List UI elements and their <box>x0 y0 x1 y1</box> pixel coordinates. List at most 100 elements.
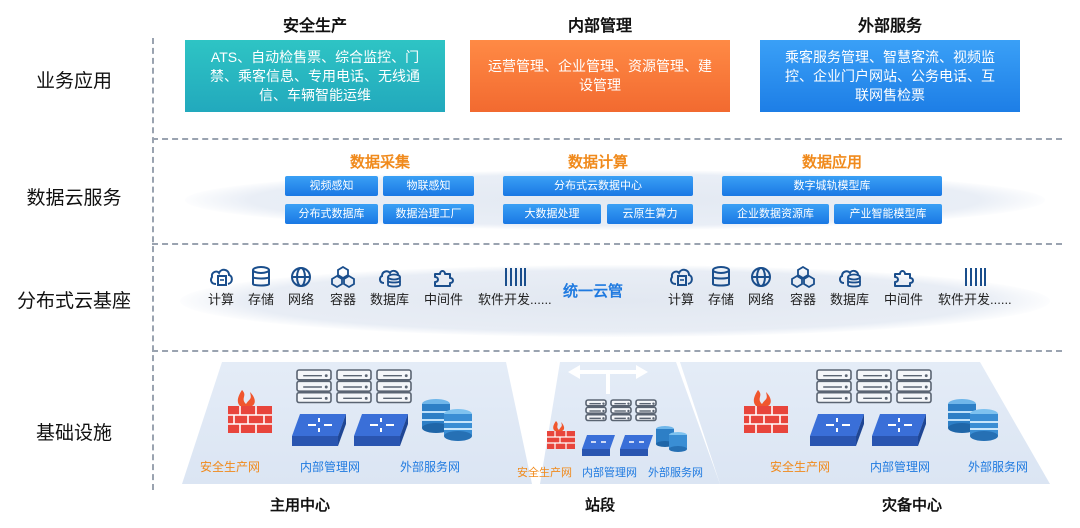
infra-item-label: 容器 <box>330 292 357 307</box>
business-box-safety: ATS、自动检售票、综合监控、门 禁、乘客信息、专用电话、无线通 信、车辆智能运… <box>185 40 445 112</box>
network-label-safety: 安全生产网 <box>770 460 831 474</box>
infra-item-label: 数据库 <box>370 292 410 307</box>
storage-icon <box>250 266 272 288</box>
business-line: 禁、乘客信息、专用电话、无线通 <box>210 67 420 84</box>
network-label-safety: 安全生产网 <box>200 460 261 474</box>
container-item: 容器 <box>330 266 356 308</box>
switch-icon <box>872 414 926 446</box>
network-label-external: 外部服务网 <box>968 460 1029 474</box>
network-label-internal: 内部管理网 <box>582 467 637 479</box>
data-tag: 数字城轨模型库 <box>722 176 942 196</box>
network-label-external: 外部服务网 <box>400 460 461 474</box>
storage-icon <box>710 266 732 288</box>
infra-item-label: 软件开发...... <box>478 292 552 307</box>
business-box-internal: 运营管理、企业管理、资源管理、建 设管理 <box>470 40 730 112</box>
middleware-item: 中间件 <box>884 266 923 308</box>
data-tag: 大数据处理 <box>503 204 601 224</box>
row-label-data-cloud: 数据云服务 <box>26 188 122 209</box>
infra-item-label: 数据库 <box>830 292 870 307</box>
server-rack-icon <box>896 369 932 404</box>
infrastructure-backgrounds <box>182 362 1050 484</box>
software-dev-item: 软件开发...... <box>478 266 552 308</box>
data-tag: 物联感知 <box>383 176 474 196</box>
server-rack-icon <box>376 369 412 404</box>
server-rack-icon <box>296 369 332 404</box>
data-tag: 数据治理工厂 <box>383 204 474 224</box>
server-rack-icon <box>610 399 632 422</box>
firewall-icon <box>744 390 788 433</box>
infra-item-label: 网络 <box>748 292 775 307</box>
firewall-icon <box>547 421 575 449</box>
network-item: 网络 <box>748 266 774 308</box>
network-icon <box>750 266 772 288</box>
container-icon <box>791 266 815 288</box>
switch-icon <box>582 435 615 456</box>
compute-item: 计算 <box>668 266 694 308</box>
middleware-icon <box>432 266 456 288</box>
data-group-title-collect: 数据采集 <box>349 154 410 171</box>
infra-item-label: 中间件 <box>884 292 924 307</box>
server-rack-icon <box>816 369 852 404</box>
storage-item: 存储 <box>248 266 274 308</box>
distributed-cloud-background <box>180 265 1050 337</box>
business-line: 信、车辆智能运维 <box>259 86 371 103</box>
business-box-external: 乘客服务管理、智慧客流、视频监 控、企业门户网站、公务电话、互 联网售检票 <box>760 40 1020 112</box>
server-rack-icon <box>635 399 657 422</box>
switch-icon <box>810 414 864 446</box>
server-rack-icon <box>336 369 372 404</box>
server-rack-icon <box>856 369 892 404</box>
switch-icon <box>620 435 653 456</box>
database-item: 数据库 <box>370 266 409 308</box>
compute-item: 计算 <box>208 266 234 308</box>
data-tag: 企业数据资源库 <box>722 204 829 224</box>
network-label-safety: 安全生产网 <box>517 467 572 479</box>
network-label-internal: 内部管理网 <box>300 460 361 474</box>
infra-item-label: 计算 <box>668 292 695 307</box>
data-tag: 视频感知 <box>285 176 378 196</box>
data-tag: 分布式数据库 <box>285 204 378 224</box>
data-tag: 分布式云数据中心 <box>503 176 693 196</box>
site-label-main: 主用中心 <box>269 497 330 514</box>
double-arrow-icon <box>568 365 648 394</box>
storage-cluster-icon <box>422 399 472 441</box>
storage-cluster-icon <box>948 399 998 441</box>
row-divider-3 <box>152 350 1062 352</box>
network-label-external: 外部服务网 <box>648 467 703 479</box>
database-icon <box>377 266 403 288</box>
data-tag: 产业智能模型库 <box>834 204 942 224</box>
data-group-title-apply: 数据应用 <box>801 154 862 171</box>
infra-item-label: 计算 <box>208 292 235 307</box>
software-dev-item: 软件开发...... <box>938 266 1012 308</box>
switch-icon <box>292 414 346 446</box>
business-col-title-external: 外部服务 <box>857 18 922 35</box>
firewall-icon <box>228 390 272 433</box>
business-col-title-safety: 安全生产 <box>282 18 347 35</box>
database-icon <box>837 266 863 288</box>
database-item: 数据库 <box>830 266 869 308</box>
network-label-internal: 内部管理网 <box>870 460 931 474</box>
business-line: 乘客服务管理、智慧客流、视频监 <box>785 48 995 65</box>
row-divider-2 <box>152 243 1062 245</box>
business-line: 控、企业门户网站、公务电话、互 <box>785 67 995 84</box>
infra-item-label: 容器 <box>790 292 817 307</box>
row-label-infrastructure: 基础设施 <box>35 423 112 444</box>
network-item: 网络 <box>288 266 314 308</box>
infra-item-label: 存储 <box>708 292 735 307</box>
infra-item-label: 网络 <box>288 292 315 307</box>
storage-cluster-icon <box>656 426 687 452</box>
site-label-backup: 灾备中心 <box>881 497 942 514</box>
infra-item-label: 中间件 <box>424 292 464 307</box>
container-item: 容器 <box>790 266 816 308</box>
storage-item: 存储 <box>708 266 734 308</box>
network-icon <box>290 266 312 288</box>
compute-icon <box>208 266 234 288</box>
server-rack-icon <box>585 399 607 422</box>
unified-cloud-management: 统一云管 <box>563 283 624 300</box>
business-col-title-internal: 内部管理 <box>567 18 632 35</box>
row-label-distributed: 分布式云基座 <box>16 291 131 312</box>
vertical-divider <box>152 38 154 490</box>
software-dev-icon <box>503 266 527 288</box>
row-label-business: 业务应用 <box>35 71 112 92</box>
business-line: 联网售检票 <box>855 86 925 103</box>
business-line: 设管理 <box>579 77 621 93</box>
